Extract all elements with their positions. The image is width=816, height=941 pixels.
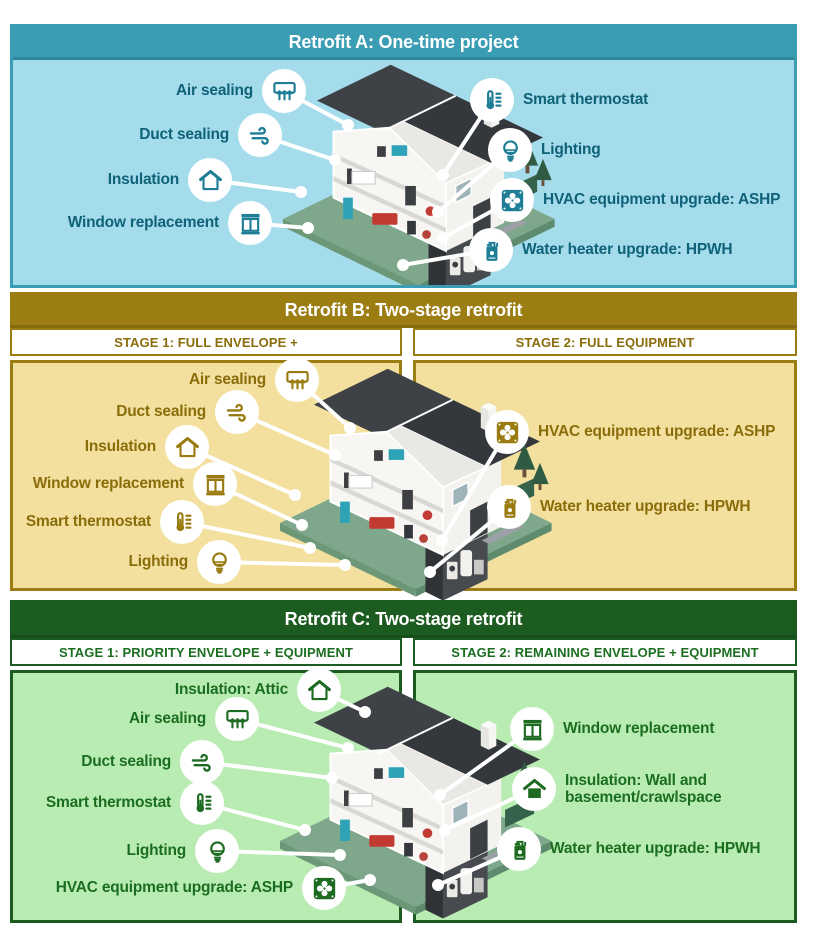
insulation-icon <box>188 158 232 202</box>
panel-c-columns: STAGE 1: PRIORITY ENVELOPE + EQUIPMENT S… <box>10 638 797 923</box>
stage1-header: STAGE 1: FULL ENVELOPE + <box>10 328 402 356</box>
lighting-icon <box>488 128 532 172</box>
callout-label: HVAC equipment upgrade: ASHP <box>543 191 781 209</box>
panel-retrofit-a: Retrofit A: One-time project <box>10 24 797 288</box>
panel-b-columns: STAGE 1: FULL ENVELOPE + STAGE 2: FULL E… <box>10 328 797 602</box>
stage1-header: STAGE 1: PRIORITY ENVELOPE + EQUIPMENT <box>10 638 402 666</box>
panel-c-title: Retrofit C: Two-stage retrofit <box>10 600 797 638</box>
callout-label: Insulation <box>107 171 179 189</box>
water-heater-icon <box>469 228 513 272</box>
callout-duct-sealing: Duct sealing <box>13 113 282 157</box>
callout-label: Water heater upgrade: HPWH <box>522 241 733 259</box>
callout-label: Lighting <box>541 141 601 159</box>
stage1-body <box>10 670 402 923</box>
stage2-header: STAGE 2: FULL EQUIPMENT <box>413 328 797 356</box>
window-replacement-icon <box>228 201 272 245</box>
callout-smart-thermostat: Smart thermostat <box>470 78 648 122</box>
panel-b-title: Retrofit B: Two-stage retrofit <box>10 292 797 328</box>
panel-a-title: Retrofit A: One-time project <box>13 24 794 60</box>
stage2-body <box>413 670 797 923</box>
stage2-body <box>413 360 797 591</box>
panel-a-body: Air sealing Duct sealing Insulation Wind… <box>13 60 794 285</box>
hvac-fan-icon <box>490 178 534 222</box>
callout-label: Window replacement <box>67 214 219 232</box>
connector-dots <box>295 119 449 271</box>
callout-window-replacement: Window replacement <box>13 201 272 245</box>
callout-air-sealing: Air sealing <box>13 69 306 113</box>
duct-sealing-icon <box>238 113 282 157</box>
callout-label: Smart thermostat <box>523 91 649 109</box>
callout-insulation: Insulation <box>13 158 232 202</box>
panel-retrofit-c: Retrofit C: Two-stage retrofit STAGE 1: … <box>10 600 797 923</box>
stage1-body <box>10 360 402 591</box>
callout-label: Air sealing <box>175 82 253 100</box>
stage2-header: STAGE 2: REMAINING ENVELOPE + EQUIPMENT <box>413 638 797 666</box>
smart-thermostat-icon <box>470 78 514 122</box>
panel-retrofit-b: Retrofit B: Two-stage retrofit STAGE 1: … <box>10 292 797 602</box>
callout-lighting: Lighting <box>488 128 601 172</box>
callout-hvac-upgrade: HVAC equipment upgrade: ASHP <box>490 178 780 222</box>
callout-water-heater-upgrade: Water heater upgrade: HPWH <box>469 228 733 272</box>
air-sealing-icon <box>262 69 306 113</box>
callout-label: Duct sealing <box>139 126 229 144</box>
